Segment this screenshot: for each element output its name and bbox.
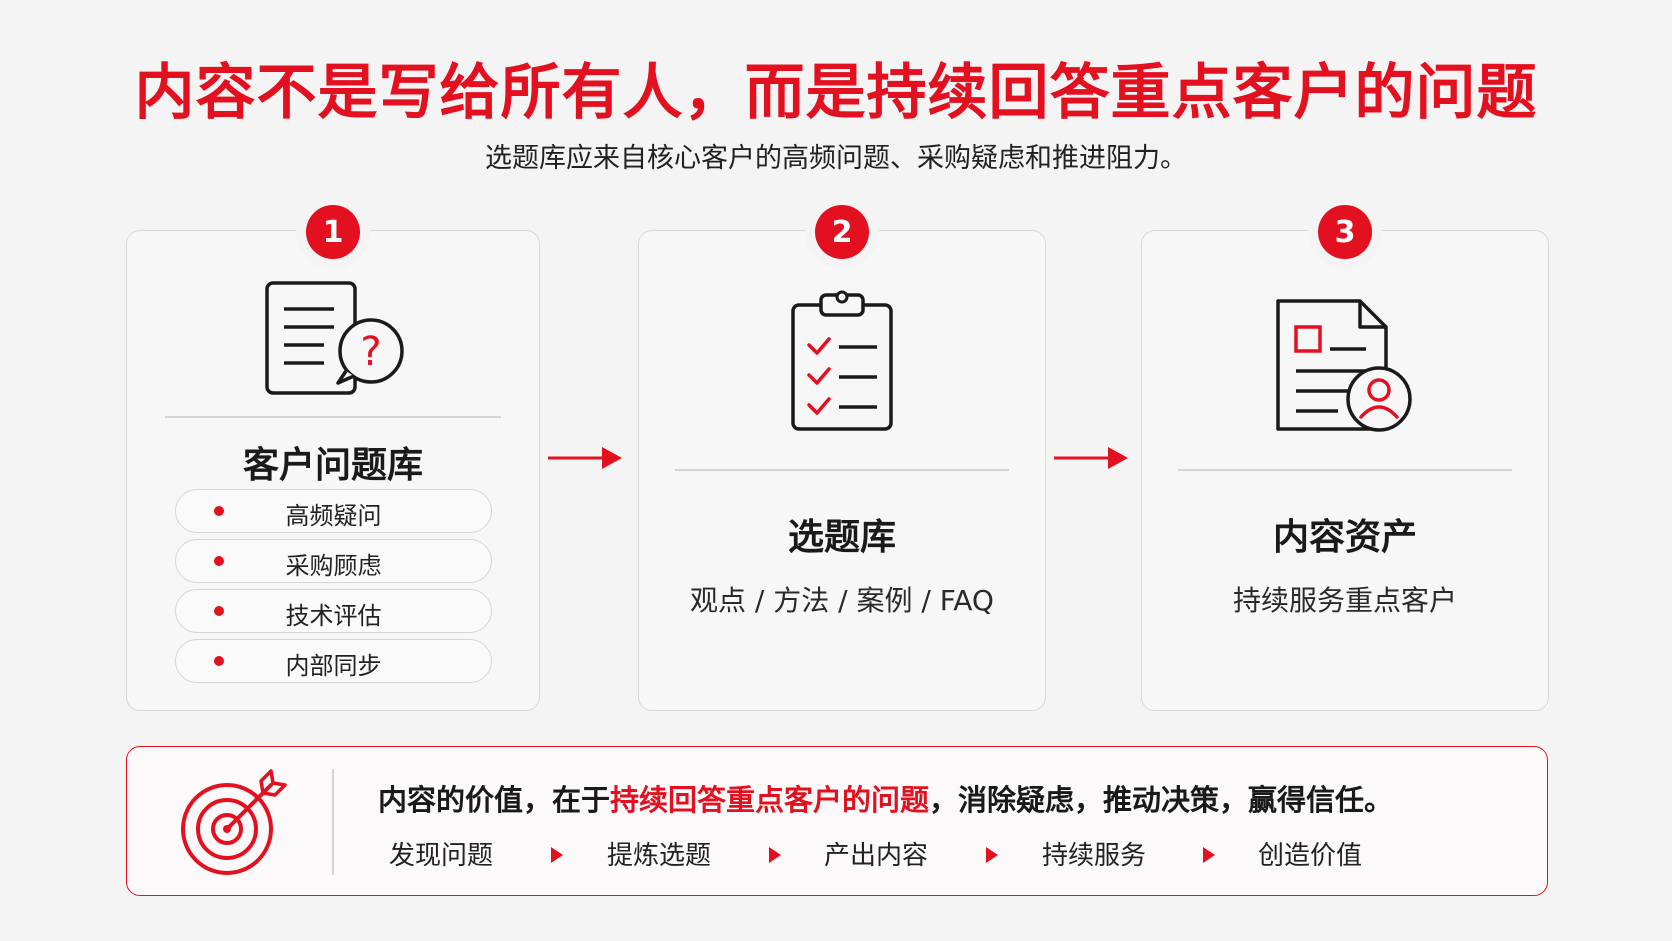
play-arrow-icon xyxy=(986,847,998,863)
list-item: 内部同步 xyxy=(175,639,492,683)
bullet-dot-icon xyxy=(214,506,224,516)
banner-text-after: ，消除疑虑，推动决策，赢得信任。 xyxy=(929,783,1394,817)
document-question-icon: ? xyxy=(258,275,408,395)
list-item: 高频疑问 xyxy=(175,489,492,533)
flow-arrow-icon xyxy=(548,443,624,477)
step-number-badge: 2 xyxy=(815,205,869,259)
card-divider xyxy=(675,469,1009,471)
flow-step: 发现问题 xyxy=(389,841,494,871)
step-card-topic-library: 2 选题库 观点 / 方法 / 案例 / FAQ xyxy=(638,205,1046,711)
list-item-label: 内部同步 xyxy=(285,652,382,680)
flow-step: 创造价值 xyxy=(1258,841,1363,871)
step-card-customer-questions: 1 ? 客户问题库 高频疑问 采购顾虑 技术评估 内部同步 xyxy=(126,205,540,711)
list-item-label: 采购顾虑 xyxy=(285,552,382,580)
step-number-badge: 3 xyxy=(1318,205,1372,259)
card-divider xyxy=(165,416,501,418)
page-title: 内容不是写给所有人，而是持续回答重点客户的问题 xyxy=(134,58,1538,128)
step-card-content-assets: 3 内容资产 持续服务重点客户 xyxy=(1141,205,1549,711)
list-item: 采购顾虑 xyxy=(175,539,492,583)
clipboard-checklist-icon xyxy=(787,287,897,435)
target-arrow-icon xyxy=(177,767,291,881)
flow-step: 产出内容 xyxy=(824,841,929,871)
bullet-dot-icon xyxy=(214,656,224,666)
play-arrow-icon xyxy=(551,847,563,863)
svg-text:?: ? xyxy=(360,329,381,375)
list-item-label: 技术评估 xyxy=(285,602,382,630)
bullet-dot-icon xyxy=(214,606,224,616)
flow-step: 提炼选题 xyxy=(607,841,712,871)
banner-statement: 内容的价值，在于持续回答重点客户的问题，消除疑虑，推动决策，赢得信任。 xyxy=(378,777,1393,819)
bullet-dot-icon xyxy=(214,556,224,566)
flow-step: 持续服务 xyxy=(1042,841,1147,871)
banner-divider xyxy=(332,769,334,875)
value-banner: 内容的价值，在于持续回答重点客户的问题，消除疑虑，推动决策，赢得信任。 发现问题… xyxy=(126,746,1548,896)
play-arrow-icon xyxy=(1203,847,1215,863)
card-divider xyxy=(1178,469,1512,471)
flow-arrow-icon xyxy=(1054,443,1130,477)
banner-text-highlight: 持续回答重点客户的问题 xyxy=(610,783,930,817)
list-item-label: 高频疑问 xyxy=(285,502,382,530)
process-flow: 发现问题 提炼选题 产出内容 持续服务 创造价值 xyxy=(127,835,1547,875)
page-subtitle: 选题库应来自核心客户的高频问题、采购疑虑和推进阻力。 xyxy=(485,143,1187,174)
play-arrow-icon xyxy=(769,847,781,863)
card-subtitle: 持续服务重点客户 xyxy=(1232,584,1457,617)
card-subtitle: 观点 / 方法 / 案例 / FAQ xyxy=(690,584,994,617)
card-title: 选题库 xyxy=(787,517,896,558)
card-title: 客户问题库 xyxy=(242,445,423,486)
banner-text-before: 内容的价值，在于 xyxy=(378,783,611,817)
document-user-icon xyxy=(1272,293,1418,437)
card-title: 内容资产 xyxy=(1272,517,1417,558)
list-item: 技术评估 xyxy=(175,589,492,633)
step-number-badge: 1 xyxy=(306,205,360,259)
